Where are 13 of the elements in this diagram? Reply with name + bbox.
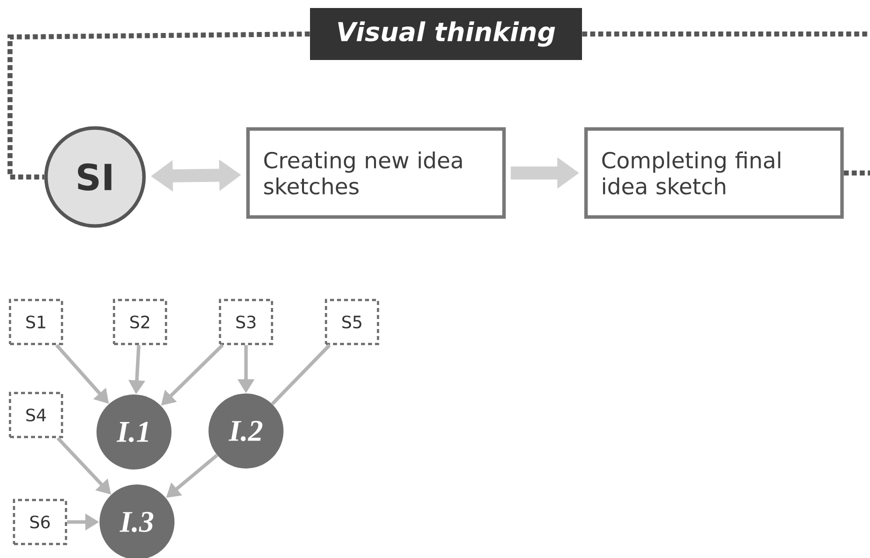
process-box: Creating new idea sketches: [246, 127, 506, 219]
source-box: S6: [12, 498, 68, 546]
source-box: S5: [324, 298, 380, 346]
dashed-connector: [844, 170, 870, 176]
connector-line: [271, 344, 331, 406]
source-box: S4: [8, 392, 64, 438]
source-box: S1: [8, 298, 64, 346]
title-banner: Visual thinking: [310, 8, 582, 60]
process-box: Completing final idea sketch: [584, 127, 844, 219]
dashed-connector: [8, 32, 310, 180]
source-box: S3: [218, 298, 274, 346]
source-box: S2: [112, 298, 168, 346]
dashed-connector: [582, 32, 870, 36]
